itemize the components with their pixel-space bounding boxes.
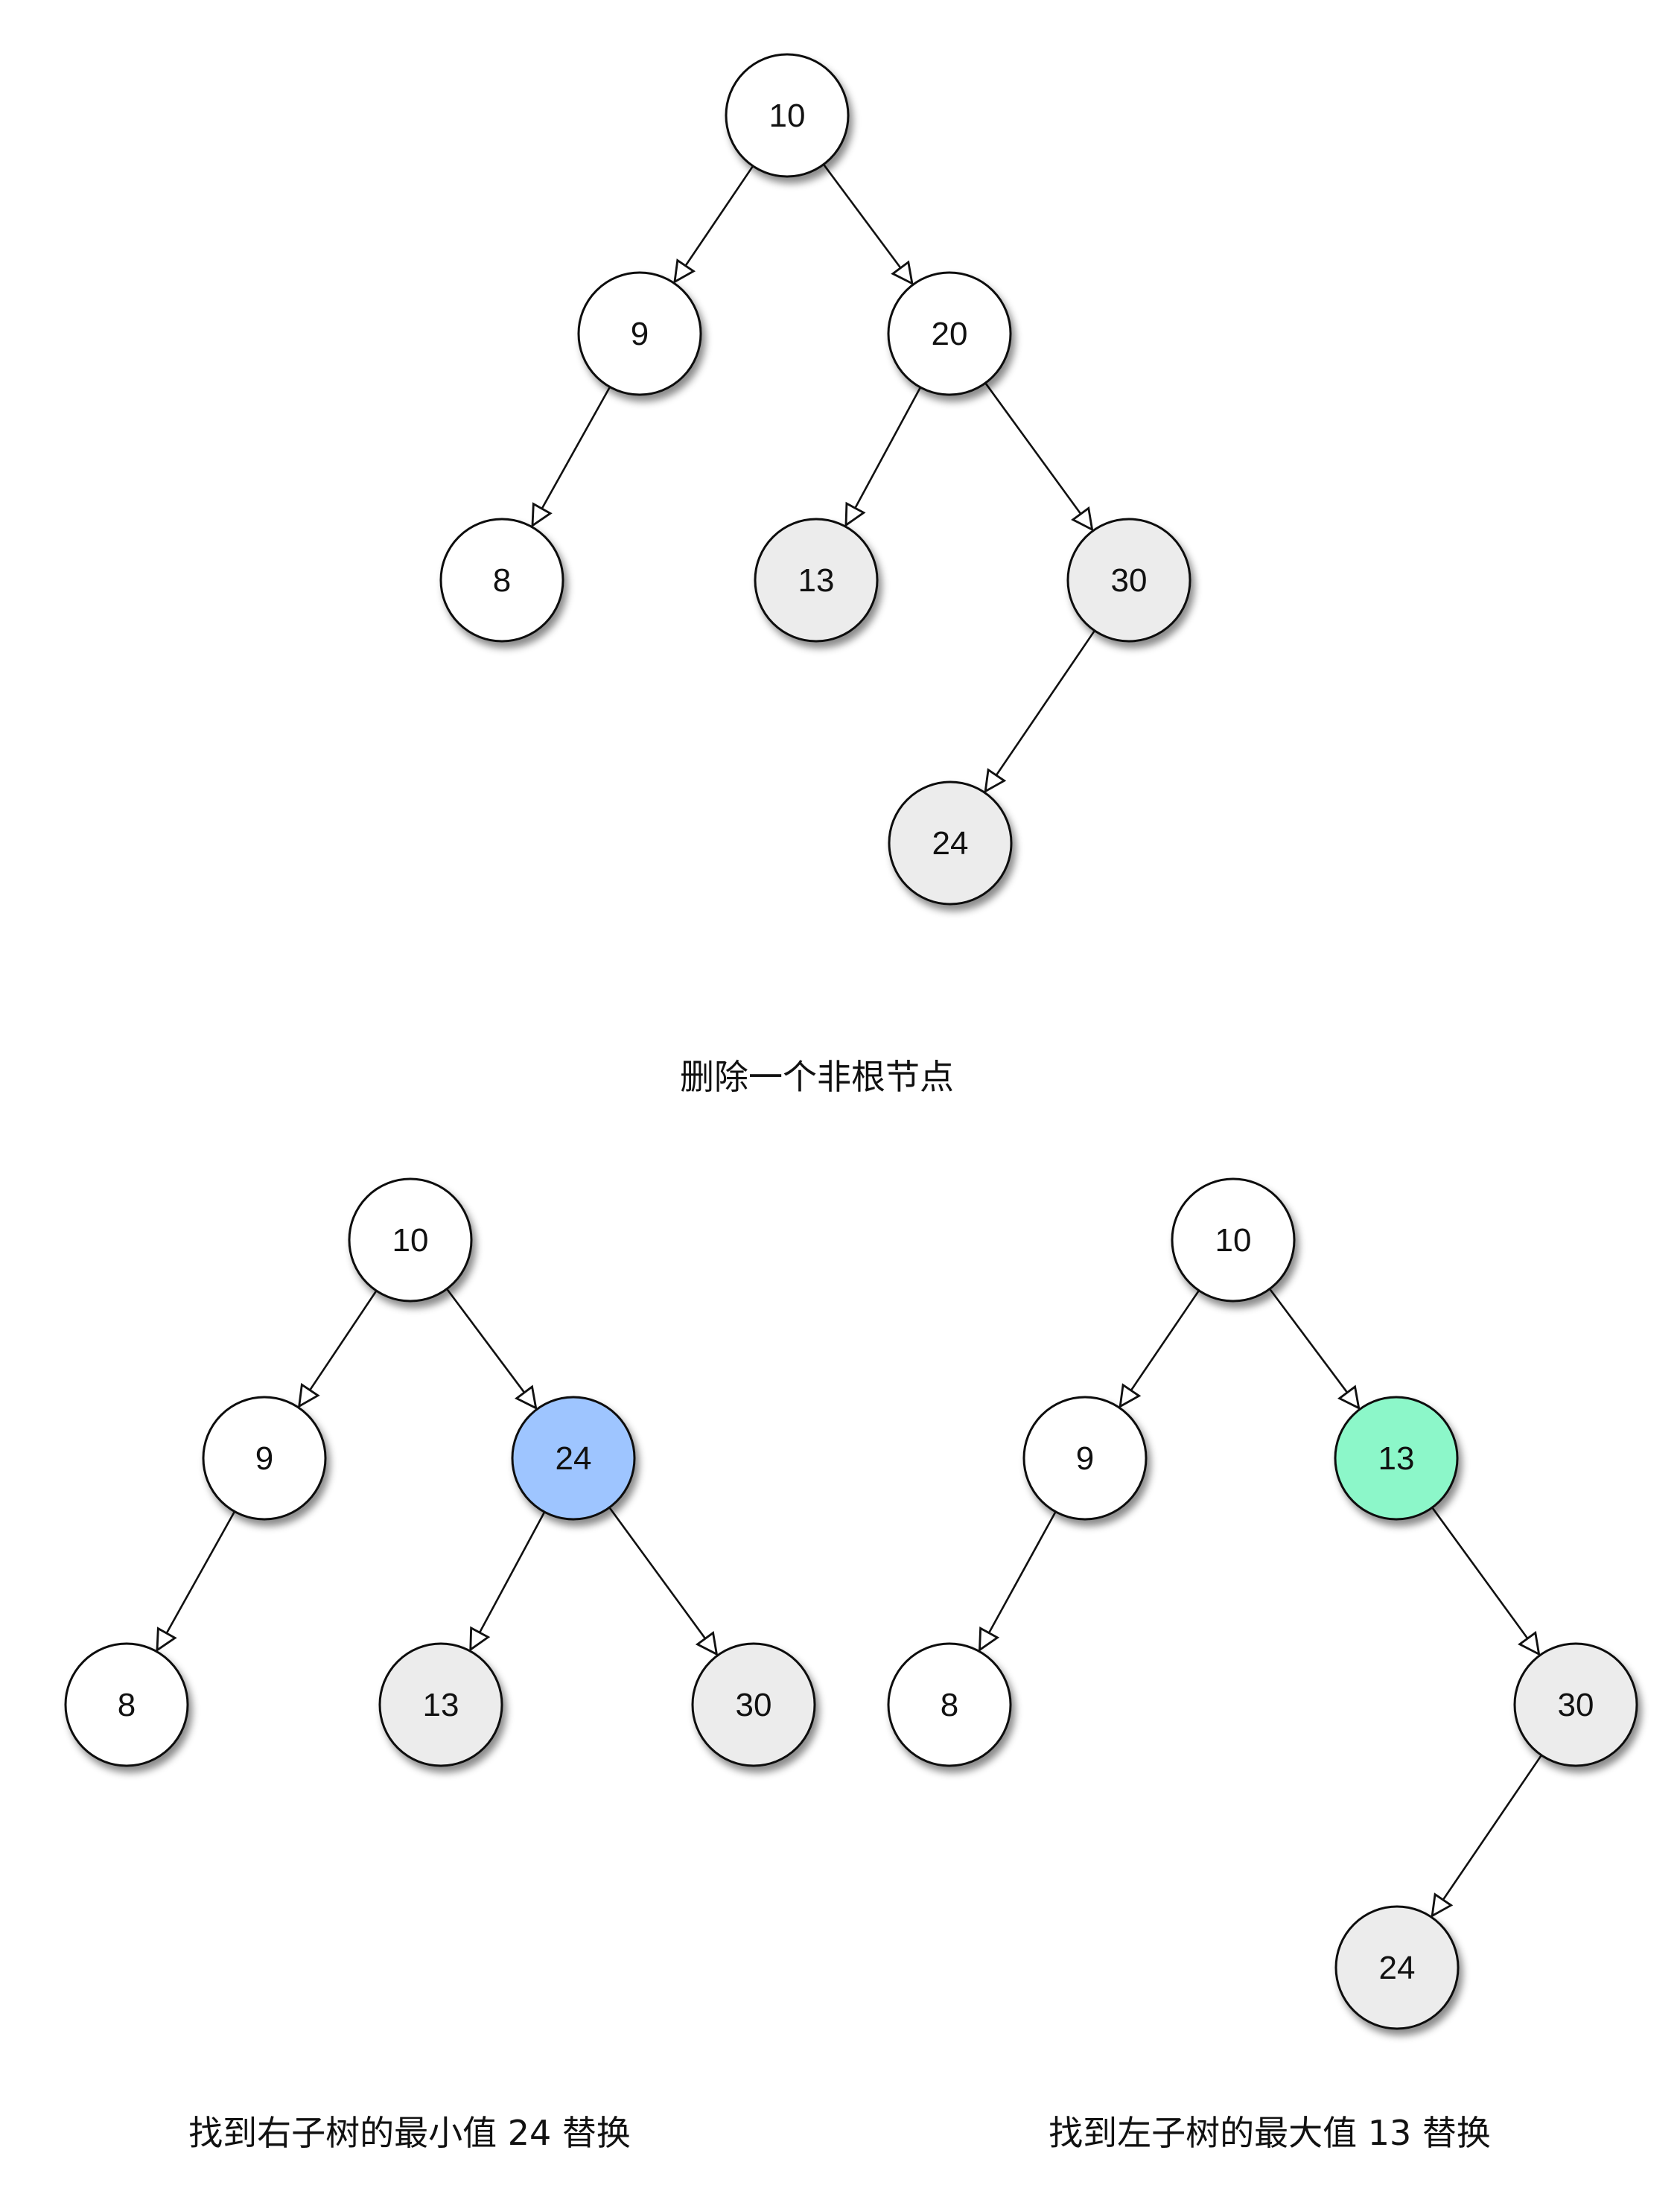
node-label: 10 xyxy=(1215,1222,1252,1259)
node-circle xyxy=(1171,1177,1296,1303)
tree-node-24: 24 xyxy=(511,1396,636,1521)
tree-replace-right-min-nodes: 10 9 24 8 13 30 xyxy=(64,1177,816,1767)
node-circle xyxy=(725,53,850,178)
tree-node-20: 20 xyxy=(887,271,1012,396)
tree-node-13: 13 xyxy=(378,1642,503,1767)
edge-13-to-30 xyxy=(1431,1505,1539,1654)
caption-delete-non-root: 删除一个非根节点 xyxy=(680,1057,954,1097)
tree-node-10: 10 xyxy=(1171,1177,1296,1303)
node-label: 8 xyxy=(118,1687,136,1723)
node-label: 20 xyxy=(932,316,968,352)
node-circle xyxy=(64,1642,189,1767)
node-circle xyxy=(1066,518,1191,643)
node-circle xyxy=(511,1396,636,1521)
tree-original-nodes: 10 9 20 8 13 30 24 xyxy=(439,53,1191,906)
edge-24-to-13 xyxy=(471,1510,547,1650)
caption-replace-right-min: 找到右子树的最小值 24 替换 xyxy=(188,2113,631,2153)
tree-node-13: 13 xyxy=(1334,1396,1459,1521)
tree-node-24: 24 xyxy=(1334,1905,1460,2030)
node-label: 9 xyxy=(631,316,649,352)
node-label: 8 xyxy=(941,1687,958,1723)
node-circle xyxy=(888,780,1013,906)
edge-30-to-24 xyxy=(985,629,1097,791)
caption-replace-left-max: 找到左子树的最大值 13 替换 xyxy=(1049,2113,1491,2153)
node-label: 13 xyxy=(798,562,835,599)
node-label: 30 xyxy=(1558,1687,1594,1723)
node-circle xyxy=(691,1642,816,1767)
node-circle xyxy=(1334,1396,1459,1521)
node-label: 24 xyxy=(556,1440,592,1477)
node-circle xyxy=(348,1177,473,1303)
edge-9-to-8 xyxy=(157,1510,237,1650)
node-label: 8 xyxy=(493,562,511,599)
edge-10-to-9 xyxy=(675,164,755,282)
node-circle xyxy=(887,271,1012,396)
tree-node-9: 9 xyxy=(202,1396,327,1521)
node-label: 24 xyxy=(1379,1950,1416,1986)
node-circle xyxy=(439,518,564,643)
node-label: 9 xyxy=(1076,1440,1094,1477)
tree-original: 10 9 20 8 13 30 24 删除一个非根节点 xyxy=(439,53,1191,1097)
tree-replace-left-max: 10 9 13 8 30 24 找到左子树的最大值 13 替换 xyxy=(887,1177,1638,2153)
node-circle xyxy=(577,271,702,396)
edge-9-to-8 xyxy=(532,385,612,526)
node-label: 24 xyxy=(932,825,969,862)
edge-10-to-9 xyxy=(1120,1288,1201,1406)
tree-original-edges xyxy=(532,162,1097,791)
node-label: 13 xyxy=(423,1687,459,1723)
tree-node-13: 13 xyxy=(754,518,879,643)
tree-replace-right-min: 10 9 24 8 13 30 找到右子树的最小值 24 替换 xyxy=(64,1177,816,2153)
edge-10-to-13 xyxy=(1267,1287,1359,1408)
tree-node-30: 30 xyxy=(1066,518,1191,643)
edge-10-to-20 xyxy=(821,162,912,283)
edge-9-to-8 xyxy=(980,1510,1057,1650)
node-label: 13 xyxy=(1378,1440,1415,1477)
tree-node-24: 24 xyxy=(888,780,1013,906)
edge-10-to-9 xyxy=(299,1288,378,1407)
tree-replace-right-min-edges xyxy=(157,1287,716,1655)
node-label: 10 xyxy=(392,1222,429,1259)
node-circle xyxy=(1334,1905,1460,2030)
node-circle xyxy=(378,1642,503,1767)
tree-node-8: 8 xyxy=(887,1642,1012,1767)
node-circle xyxy=(202,1396,327,1521)
tree-node-8: 8 xyxy=(64,1642,189,1767)
tree-node-9: 9 xyxy=(1022,1396,1148,1521)
node-label: 10 xyxy=(769,98,806,134)
node-label: 30 xyxy=(1111,562,1148,599)
edge-30-to-24 xyxy=(1432,1753,1544,1915)
tree-replace-left-max-nodes: 10 9 13 8 30 24 xyxy=(887,1177,1638,2030)
node-circle xyxy=(1022,1396,1148,1521)
node-label: 9 xyxy=(255,1440,273,1477)
node-circle xyxy=(754,518,879,643)
tree-node-30: 30 xyxy=(691,1642,816,1767)
tree-replace-left-max-edges xyxy=(980,1287,1544,1915)
node-circle xyxy=(1513,1642,1638,1767)
edge-20-to-30 xyxy=(984,381,1092,530)
tree-node-30: 30 xyxy=(1513,1642,1638,1767)
edge-24-to-30 xyxy=(608,1505,716,1655)
node-circle xyxy=(887,1642,1012,1767)
tree-node-8: 8 xyxy=(439,518,564,643)
edge-20-to-13 xyxy=(846,385,923,525)
node-label: 30 xyxy=(736,1687,772,1723)
tree-node-9: 9 xyxy=(577,271,702,396)
edge-10-to-24 xyxy=(445,1287,536,1408)
tree-node-10: 10 xyxy=(348,1177,473,1303)
tree-node-10: 10 xyxy=(725,53,850,178)
